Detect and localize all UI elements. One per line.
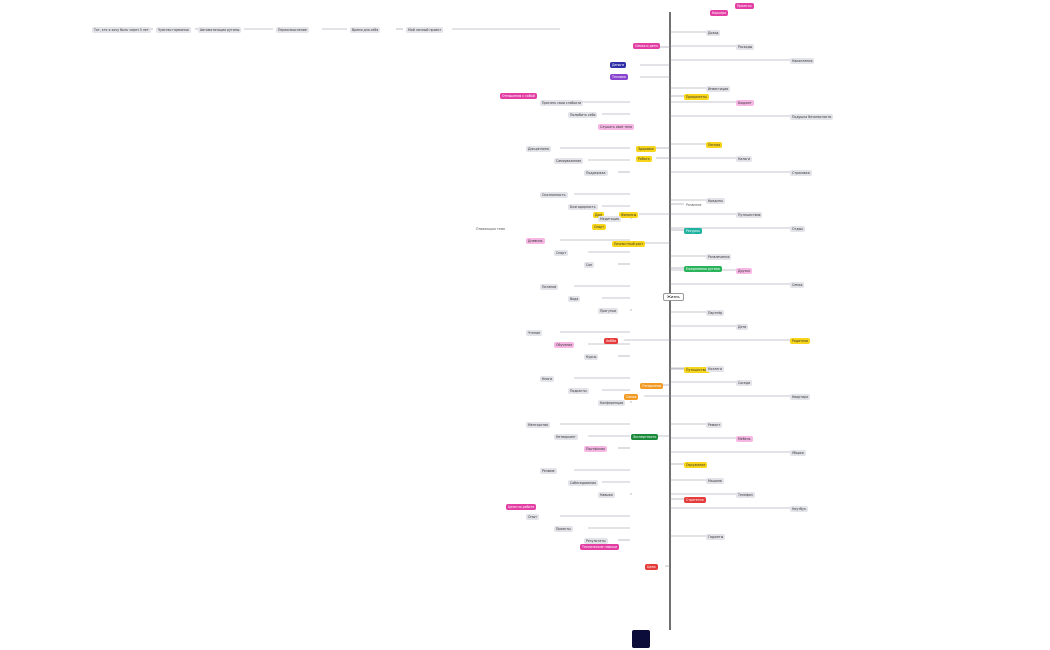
left-item[interactable]: Нетворкинг — [554, 434, 578, 440]
right-item[interactable]: Семья — [790, 282, 805, 288]
left-item[interactable]: Конференции — [598, 400, 626, 406]
right-item[interactable]: Партнёр — [706, 310, 725, 316]
branch-projects[interactable]: Проекты — [735, 3, 754, 9]
branch-work[interactable]: Работа — [636, 156, 652, 162]
branch-environment[interactable]: Окружение — [684, 462, 708, 468]
right-item[interactable]: Путешествия — [736, 212, 763, 218]
left-item[interactable]: Книги — [540, 376, 555, 382]
left-item[interactable]: Навыки — [598, 492, 615, 498]
left-item[interactable]: Принять свои слабости — [540, 100, 584, 106]
left-item[interactable]: Собеседования — [568, 480, 598, 486]
left-item[interactable]: Спорт — [554, 250, 569, 256]
branch-priority[interactable]: Приоритеты — [684, 94, 709, 100]
fab-button[interactable] — [632, 630, 650, 648]
left-item[interactable]: Вода — [568, 296, 581, 302]
floating-topic[interactable]: Плавающая тема — [476, 227, 505, 231]
right-item[interactable]: Телефон — [736, 492, 755, 498]
branch-strategy[interactable]: Стратегия — [684, 497, 706, 503]
root-node[interactable]: Жизнь — [663, 293, 684, 301]
right-item[interactable]: Отдых — [790, 226, 805, 232]
chain-item[interactable]: Чувство гармонии — [156, 27, 191, 33]
left-item[interactable]: Дисциплина — [526, 146, 551, 152]
left-item[interactable]: Опыт — [526, 514, 539, 520]
branch-health[interactable]: Здоровье — [636, 146, 656, 152]
right-item[interactable]: Налоги — [736, 156, 753, 162]
right-item[interactable]: Накопления — [790, 58, 815, 64]
branch-hobby[interactable]: Хобби — [604, 338, 619, 344]
right-item[interactable]: Пенсия — [706, 142, 723, 148]
branch-family[interactable]: Семья — [624, 394, 639, 400]
chain-item[interactable]: Мой личный проект — [406, 27, 444, 33]
right-item[interactable]: Подушка безопасности — [790, 114, 834, 120]
right-item[interactable]: Ремонт — [706, 422, 723, 428]
right-item[interactable]: Страховка — [790, 170, 812, 176]
right-item[interactable]: Мебель — [736, 436, 753, 442]
branch-family2[interactable]: Семья и дети — [633, 43, 660, 49]
tag-goals-work[interactable]: Цели по работе — [506, 504, 537, 510]
left-item[interactable]: Дневник — [526, 238, 545, 244]
right-item[interactable]: Доход — [706, 30, 721, 36]
right-item[interactable]: Кредиты — [706, 198, 725, 204]
right-item[interactable]: Расходы — [736, 44, 755, 50]
left-item[interactable]: Портфолио — [584, 446, 607, 452]
left-item[interactable]: Резюме — [540, 468, 557, 474]
branch-self[interactable]: Личностный рост — [612, 241, 646, 247]
chain-item[interactable]: Автоматизация рутины — [198, 27, 242, 33]
branch-house[interactable]: Дом — [593, 212, 604, 218]
left-item[interactable]: Результаты — [584, 538, 608, 544]
left-item[interactable]: Благодарность — [568, 204, 598, 210]
left-item[interactable]: Курсы — [584, 354, 599, 360]
branch-tech[interactable]: Техника — [610, 74, 628, 80]
right-item[interactable]: Родители — [790, 338, 811, 344]
right-item[interactable]: Машина — [706, 478, 724, 484]
left-item[interactable]: Медитация — [598, 216, 621, 222]
branch-development[interactable]: Развитие — [686, 203, 702, 207]
left-item[interactable]: Менторство — [526, 422, 551, 428]
left-item[interactable]: Чтение — [526, 330, 543, 336]
right-item[interactable]: Дети — [736, 324, 749, 330]
chain-item[interactable]: Тот, кто я хочу быть через 5 лет — [92, 27, 151, 33]
right-item[interactable]: Гаджеты — [706, 534, 726, 540]
branch-reading[interactable]: Ресурсы — [684, 228, 702, 234]
left-item[interactable]: Обучение — [554, 342, 575, 348]
left-item[interactable]: Питание — [540, 284, 559, 290]
left-item[interactable]: Проекты — [554, 526, 573, 532]
left-item[interactable]: Слушать своё тело — [598, 124, 635, 130]
branch-finance[interactable]: Финансы — [619, 212, 639, 218]
left-item[interactable]: Полюбить себя — [568, 112, 598, 118]
right-item[interactable]: Бюджет — [736, 100, 754, 106]
left-item[interactable]: Сон — [584, 262, 595, 268]
left-item[interactable]: Поддержка — [584, 170, 608, 176]
chain-item[interactable]: Время для себя — [350, 27, 381, 33]
right-item[interactable]: Развлечения — [706, 254, 732, 260]
branch-sport[interactable]: Спорт — [592, 224, 607, 230]
left-item[interactable]: Самоуважение — [554, 158, 584, 164]
left-item[interactable]: Осознанность — [540, 192, 568, 198]
left-item[interactable]: Прогулки — [598, 308, 618, 314]
branch-expertise[interactable]: Экспертность — [631, 434, 659, 440]
right-item[interactable]: Ноутбук — [790, 506, 808, 512]
branch-money[interactable]: Деньги — [610, 62, 627, 68]
branch-career[interactable]: Карьера — [710, 10, 729, 16]
branch-goals[interactable]: Цели — [645, 564, 658, 570]
branch-routine[interactable]: Ежедневная рутина — [684, 266, 722, 272]
tag-technical-skills[interactable]: Технические навыки — [580, 544, 619, 550]
tag-relations-with-self[interactable]: Отношения с собой — [500, 93, 537, 99]
left-item[interactable]: Подкасты — [568, 388, 589, 394]
right-item[interactable]: Друзья — [736, 268, 752, 274]
branch-relations[interactable]: Отношения — [640, 383, 664, 389]
right-item[interactable]: Инвестиции — [706, 86, 731, 92]
chain-item[interactable]: Переосмысление — [276, 27, 309, 33]
right-item[interactable]: Соседи — [736, 380, 753, 386]
right-item[interactable]: Уборка — [790, 450, 806, 456]
right-item[interactable]: Коллеги — [706, 366, 724, 372]
branch-travel[interactable]: Путешествия — [684, 367, 711, 373]
right-item[interactable]: Квартира — [790, 394, 811, 400]
